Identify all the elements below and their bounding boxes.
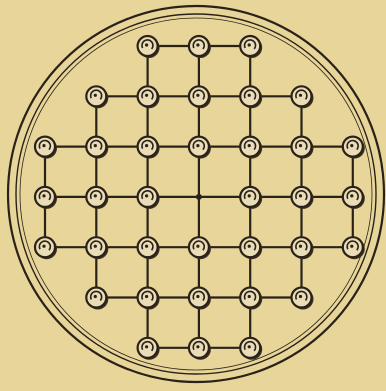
peg-dot	[248, 144, 251, 147]
peg-dot	[94, 295, 97, 298]
peg-dot	[248, 345, 251, 348]
peg-dot	[94, 245, 97, 248]
peg-dot	[145, 94, 148, 97]
peg[interactable]	[86, 237, 108, 259]
peg-dot	[145, 144, 148, 147]
peg-dot	[196, 94, 199, 97]
board-rings	[8, 6, 384, 382]
peg[interactable]	[240, 137, 262, 159]
peg[interactable]	[35, 137, 57, 159]
peg[interactable]	[240, 338, 262, 360]
peg[interactable]	[189, 36, 211, 58]
peg[interactable]	[138, 237, 160, 259]
peg[interactable]	[35, 237, 57, 259]
peg-dot	[94, 144, 97, 147]
peg-dot	[350, 245, 353, 248]
peg[interactable]	[138, 288, 160, 310]
peg-dot	[94, 94, 97, 97]
peg[interactable]	[138, 137, 160, 159]
empty-hole[interactable]	[196, 194, 202, 200]
peg-dot	[196, 345, 199, 348]
peg-dot	[299, 94, 302, 97]
peg[interactable]	[86, 288, 108, 310]
peg-dot	[299, 295, 302, 298]
peg[interactable]	[292, 137, 314, 159]
board-ring-2	[16, 14, 376, 374]
peg[interactable]	[189, 137, 211, 159]
peg[interactable]	[240, 187, 262, 209]
peg-dot	[248, 245, 251, 248]
peg-dot	[145, 245, 148, 248]
peg-dot	[196, 144, 199, 147]
peg[interactable]	[86, 187, 108, 209]
peg-dot	[196, 43, 199, 46]
peg[interactable]	[292, 237, 314, 259]
peg[interactable]	[189, 338, 211, 360]
peg-dot	[145, 345, 148, 348]
peg[interactable]	[189, 288, 211, 310]
peg[interactable]	[138, 338, 160, 360]
peg[interactable]	[138, 36, 160, 58]
peg-dot	[145, 43, 148, 46]
peg[interactable]	[86, 137, 108, 159]
peg[interactable]	[189, 237, 211, 259]
peg-dot	[299, 245, 302, 248]
peg-dot	[248, 295, 251, 298]
peg-dot	[248, 43, 251, 46]
peg-dot	[145, 295, 148, 298]
peg-dot	[350, 194, 353, 197]
peg[interactable]	[292, 187, 314, 209]
peg[interactable]	[240, 86, 262, 108]
peg-dot	[94, 194, 97, 197]
peg-dot	[145, 194, 148, 197]
peg-dot	[248, 194, 251, 197]
board-ring-1	[8, 6, 384, 382]
peg[interactable]	[189, 86, 211, 108]
peg[interactable]	[343, 237, 365, 259]
peg[interactable]	[86, 86, 108, 108]
board-ring-3	[20, 18, 372, 370]
peg[interactable]	[138, 86, 160, 108]
peg-dot	[42, 144, 45, 147]
peg[interactable]	[343, 137, 365, 159]
peg[interactable]	[138, 187, 160, 209]
peg-dot	[299, 194, 302, 197]
peg[interactable]	[240, 237, 262, 259]
peg-dot	[248, 94, 251, 97]
peg[interactable]	[292, 86, 314, 108]
hole-dot	[196, 194, 202, 200]
peg-dot	[196, 245, 199, 248]
peg[interactable]	[292, 288, 314, 310]
peg-dot	[350, 144, 353, 147]
peg[interactable]	[240, 288, 262, 310]
peg[interactable]	[240, 36, 262, 58]
peg-dot	[42, 194, 45, 197]
peg[interactable]	[35, 187, 57, 209]
peg-dot	[299, 144, 302, 147]
peg[interactable]	[343, 187, 365, 209]
peg-dot	[196, 295, 199, 298]
peg-dot	[42, 245, 45, 248]
